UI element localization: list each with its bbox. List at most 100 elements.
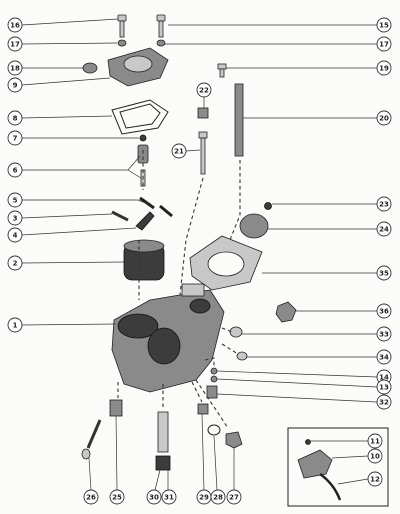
svg-text:35: 35 [379,270,389,278]
plug-part-34 [236,351,248,361]
callout-25: 25 [109,489,125,505]
inset-fuel-pump [287,427,389,507]
callout-28: 28 [210,489,226,505]
callout-2: 2 [7,255,23,271]
callout-34: 34 [376,349,392,365]
svg-text:23: 23 [379,201,389,209]
plug-part-33 [229,326,243,338]
callout-22: 22 [196,82,212,98]
svg-text:3: 3 [13,215,18,223]
svg-text:1: 1 [13,322,18,330]
callout-17-left: 17 [7,36,23,52]
carburetor-body-part-1 [111,283,225,393]
tube-part-30 [157,411,169,453]
callout-33: 33 [376,326,392,342]
svg-text:16: 16 [10,22,20,30]
svg-text:30: 30 [149,494,159,502]
svg-text:5: 5 [13,197,18,205]
callout-16: 16 [7,17,23,33]
svg-text:17: 17 [10,41,20,49]
callout-18: 18 [7,60,23,76]
callout-10: 10 [367,448,383,464]
svg-text:4: 4 [13,232,18,240]
svg-text:24: 24 [379,226,389,234]
flange-gasket-part-35 [189,235,263,291]
svg-text:9: 9 [13,82,18,90]
svg-text:8: 8 [13,115,18,123]
svg-text:29: 29 [199,494,209,502]
callout-20: 20 [376,110,392,126]
callout-29: 29 [196,489,212,505]
callout-19: 19 [376,60,392,76]
plug-part-22 [197,107,209,119]
washer-part-14 [210,367,218,375]
o-ring-part-28 [207,424,221,436]
svg-text:14: 14 [379,374,389,382]
callout-36: 36 [376,303,392,319]
shaft-part-20 [234,83,244,157]
washer-part-13 [210,375,218,383]
svg-text:18: 18 [10,65,20,73]
callout-24: 24 [376,221,392,237]
cap-part-27 [225,431,243,449]
callout-6: 6 [7,162,23,178]
svg-text:10: 10 [370,453,380,461]
callout-32: 32 [376,394,392,410]
nut-part-36 [275,301,297,323]
callout-31: 31 [161,489,177,505]
plate-part-24 [239,213,269,239]
screw-part-19 [217,63,227,78]
callout-23: 23 [376,196,392,212]
float-pin-part-5 [139,196,173,218]
svg-text:2: 2 [13,260,18,268]
svg-text:15: 15 [379,22,389,30]
callout-5: 5 [7,192,23,208]
svg-text:17: 17 [379,41,389,49]
spring-part-31 [155,455,171,471]
washer-part-17-left [117,39,127,47]
callout-13: 13 [376,379,392,395]
callout-8: 8 [7,110,23,126]
hinge-part-4 [135,211,155,231]
callout-21: 21 [171,143,187,159]
callout-7: 7 [7,130,23,146]
svg-text:27: 27 [229,494,239,502]
plug-part-18 [82,62,98,74]
screw-part-23 [264,202,272,210]
callout-15: 15 [376,17,392,33]
plug-part-29 [197,403,209,415]
callout-9: 9 [7,77,23,93]
svg-text:25: 25 [112,494,122,502]
callout-1: 1 [7,317,23,333]
jet-part-32 [206,385,218,399]
screw-part-21 [198,131,208,175]
callout-17-right: 17 [376,36,392,52]
washer-part-17-right [156,39,166,47]
pin-part-3 [111,210,129,222]
svg-text:28: 28 [213,494,223,502]
svg-text:6: 6 [13,167,18,175]
gasket-part-8 [111,99,169,135]
screw-part-15 [156,14,166,38]
callout-27: 27 [226,489,242,505]
leader-lines [21,18,378,491]
callout-12: 12 [367,471,383,487]
center-lines [117,150,241,429]
callout-11: 11 [367,433,383,449]
svg-text:34: 34 [379,354,389,362]
svg-text:12: 12 [370,476,380,484]
ball-part-7 [139,134,147,142]
svg-text:36: 36 [379,308,389,316]
callout-3: 3 [7,210,23,226]
svg-text:21: 21 [174,148,184,156]
svg-text:31: 31 [164,494,174,502]
callout-26: 26 [83,489,99,505]
svg-text:11: 11 [370,438,380,446]
svg-text:20: 20 [379,115,389,123]
svg-text:33: 33 [379,331,389,339]
callout-35: 35 [376,265,392,281]
screw-part-16 [117,14,127,38]
svg-text:22: 22 [199,87,209,95]
svg-text:32: 32 [379,399,389,407]
